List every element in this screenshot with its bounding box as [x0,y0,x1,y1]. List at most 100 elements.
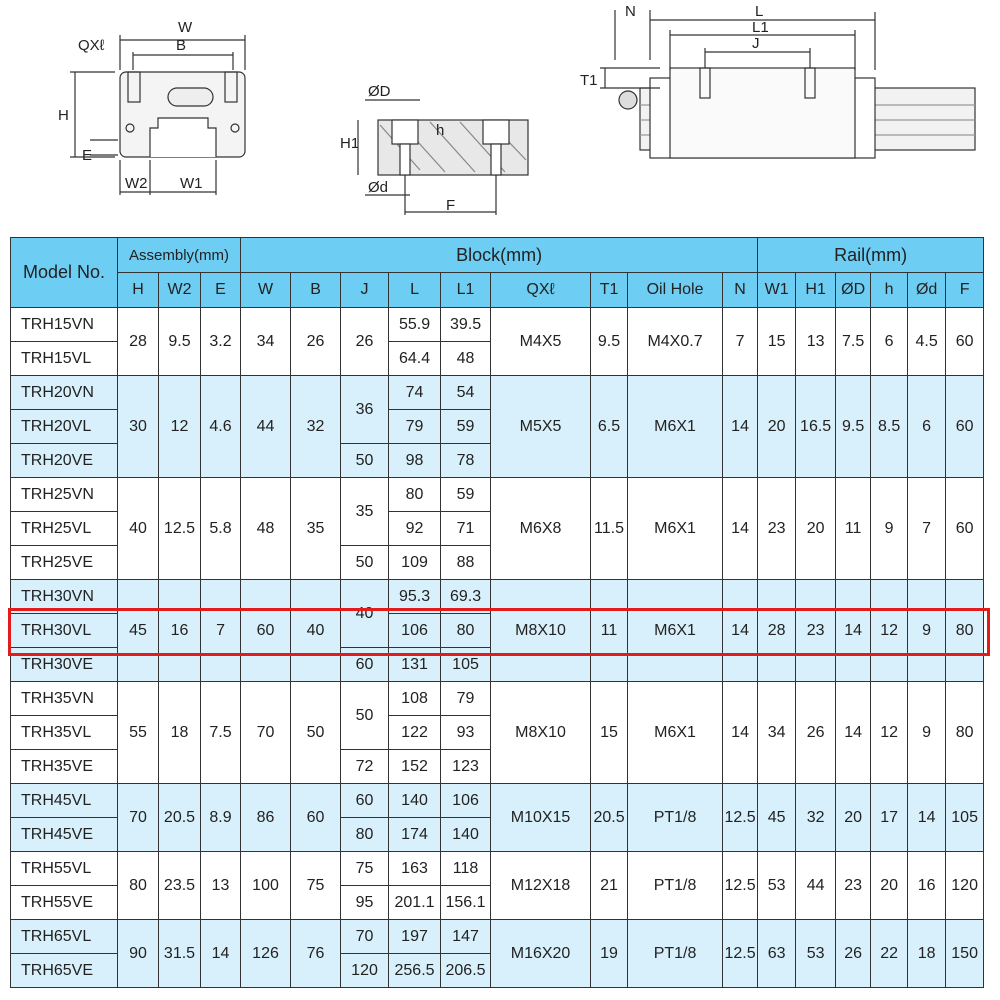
cell-qxl: M16X20 [490,919,592,988]
cell-h: 30 [117,375,159,478]
side-view-drawing [600,10,976,159]
cell-n: 12.5 [722,783,759,852]
cell-e: 4.6 [199,375,242,478]
rail-group-header: Rail(mm) [757,237,985,273]
cell-h: 9 [870,477,909,580]
cell-t1: 9.5 [590,307,629,376]
cell-w: 126 [240,919,292,988]
column-header: Oil Hole [627,272,724,308]
technical-drawings: W B QXℓ H E W2 W1 ØD H1 h Ød F N L L1 J … [58,3,976,215]
model-cell: TRH20VL [10,409,118,444]
cell-j: 120 [340,953,390,988]
cell-l: 79 [388,409,442,444]
cell-b: 75 [290,851,342,920]
model-cell: TRH35VN [10,681,118,716]
cell-l1: 118 [440,851,492,886]
cell-oil: PT1/8 [627,851,724,920]
cell-l: 131 [388,647,442,682]
cell-l: 163 [388,851,442,886]
cell-n: 14 [722,579,759,682]
model-cell: TRH25VL [10,511,118,546]
cell-l1: 69.3 [440,579,492,614]
cell-l1: 54 [440,375,492,410]
cell-h1: 26 [795,681,837,784]
cell-h: 90 [117,919,159,988]
model-cell: TRH30VN [10,579,118,614]
cell-qxl: M12X18 [490,851,592,920]
cell-od: 9 [907,579,947,682]
cell-t1: 19 [590,919,629,988]
model-cell: TRH30VL [10,613,118,648]
cell-j: 60 [340,783,390,818]
cell-f: 80 [945,681,985,784]
cell-od: 9.5 [835,375,872,478]
cell-b: 40 [290,579,342,682]
column-header: L [388,272,442,308]
svg-text:QXℓ: QXℓ [78,37,105,54]
column-header: ØD [835,272,872,308]
cell-w: 34 [240,307,292,376]
svg-text:B: B [176,37,186,54]
cell-w: 70 [240,681,292,784]
cell-l: 109 [388,545,442,580]
block-group-header: Block(mm) [240,237,759,273]
cell-l1: 88 [440,545,492,580]
cell-w2: 16 [158,579,201,682]
cell-l: 80 [388,477,442,512]
model-cell: TRH20VE [10,443,118,478]
svg-text:W1: W1 [180,175,203,192]
cell-qxl: M8X10 [490,579,592,682]
cell-od: 14 [907,783,947,852]
svg-text:L1: L1 [752,19,769,36]
cell-oil: PT1/8 [627,919,724,988]
cell-w1: 15 [757,307,797,376]
cell-j: 72 [340,749,390,784]
cell-w2: 18 [158,681,201,784]
cell-j: 36 [340,375,390,444]
cell-f: 120 [945,851,985,920]
cell-j: 60 [340,647,390,682]
column-header: F [945,272,985,308]
cell-l: 95.3 [388,579,442,614]
cell-f: 105 [945,783,985,852]
cell-l1: 93 [440,715,492,750]
cell-n: 7 [722,307,759,376]
cell-j: 80 [340,817,390,852]
cell-e: 3.2 [199,307,242,376]
cell-h1: 32 [795,783,837,852]
cell-l1: 78 [440,443,492,478]
cell-t1: 20.5 [590,783,629,852]
cell-j: 75 [340,851,390,886]
cell-e: 8.9 [199,783,242,852]
cell-od: 14 [835,681,872,784]
cell-h: 17 [870,783,909,852]
column-header: J [340,272,390,308]
cell-j: 35 [340,477,390,546]
model-cell: TRH20VN [10,375,118,410]
cell-l1: 123 [440,749,492,784]
cell-h: 8.5 [870,375,909,478]
front-view-drawing [70,35,246,195]
cell-w1: 53 [757,851,797,920]
svg-text:W2: W2 [125,175,148,192]
cell-f: 80 [945,579,985,682]
model-cell: TRH35VL [10,715,118,750]
model-cell: TRH55VE [10,885,118,920]
column-header: T1 [590,272,629,308]
column-header: H [117,272,159,308]
svg-text:h: h [436,122,444,139]
cell-l: 122 [388,715,442,750]
cell-l: 152 [388,749,442,784]
svg-text:N: N [625,3,636,20]
cell-oil: M4X0.7 [627,307,724,376]
cell-l: 106 [388,613,442,648]
cell-l1: 39.5 [440,307,492,342]
cell-e: 7 [199,579,242,682]
